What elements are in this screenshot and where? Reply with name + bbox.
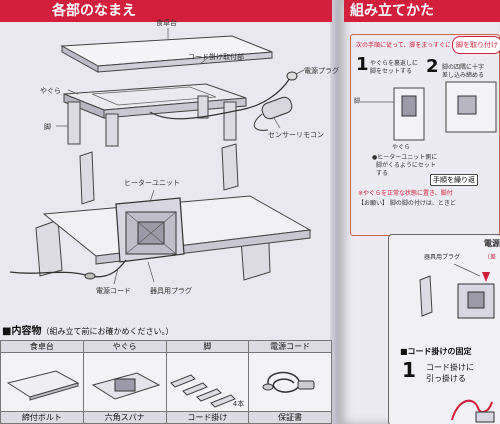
plug-illustration (419, 263, 495, 319)
cord-hook-illustration (451, 399, 495, 423)
cord-hook-section-title: ■コード掛けの固定 (400, 347, 472, 356)
exploded-diagram (9, 28, 312, 285)
contents-header-bolts: 締付ボルト (0, 411, 84, 424)
label-appliance-plug: 器具用プラグ (150, 287, 192, 295)
bullet-1-b: 脚がくるようにセット (376, 162, 436, 169)
label-tabletop: 食卓台 (156, 19, 177, 27)
contents-header-cord-hook: コード掛け (165, 411, 250, 424)
tabletop-thumbnail (6, 370, 80, 401)
sensor-remote-shape (261, 96, 293, 120)
step-1-number: 1 (356, 54, 369, 75)
label-leg: 脚 (44, 123, 51, 131)
appliance-plug-callout: 器具用プラグ (424, 254, 461, 261)
left-page-header: 各部のなまえ (0, 0, 332, 22)
leg-attach-illustration (360, 81, 497, 141)
legs-count: 4本 (232, 400, 245, 408)
cord-step-1-text-a: コード掛けに (426, 363, 474, 372)
cord-step-1-number: 1 (402, 358, 416, 382)
leg-callout: 脚 (354, 98, 361, 105)
contents-header-tabletop: 食卓台 (0, 340, 84, 353)
contents-header-row: 食卓台 やぐら 脚 電源コード (0, 340, 332, 353)
contents-heading: ■内容物（組み立て前にお確かめください。） (2, 322, 173, 337)
contents-picture-row: 4本 (0, 352, 332, 412)
legs-thumbnail (170, 374, 237, 408)
label-sensor-remote: センサーリモコン (268, 131, 324, 139)
contents-header-warranty: 保証書 (248, 411, 332, 424)
caution-text: ※やぐらを正常な状態に置き、脚付 (358, 190, 453, 197)
label-power-plug: 電源プラグ (304, 67, 339, 75)
contents-cell-legs: 4本 (165, 352, 250, 412)
step-1-text-b: 脚をセットする (370, 68, 413, 75)
bullet-1-c: する (376, 170, 389, 177)
contents-header-power-cord: 電源コード (248, 340, 332, 353)
step-2-text-a: 脚の四隅に十字 (442, 64, 485, 71)
label-heater-unit: ヒーターユニット (124, 179, 180, 187)
contents-header-leg: 脚 (165, 340, 250, 353)
insert-note: （差 (484, 254, 497, 261)
attach-legs-pill: 脚を取り付け (452, 36, 500, 54)
contents-table: 食卓台 やぐら 脚 電源コード 4本 締付ボルト 六角スパナ (0, 340, 332, 424)
right-intro-text: 次の手順に従って、脚をまっすぐに取り付けてください。 (356, 42, 450, 49)
power-panel (388, 234, 500, 424)
right-page-header: 組み立てかた (344, 0, 500, 22)
contents-cell-tabletop (0, 352, 84, 412)
label-power-cord: 電源コード (96, 287, 131, 295)
cord-step-1-text-b: 引っ掛ける (426, 374, 466, 383)
contents-title: ■内容物 (2, 326, 42, 337)
yagura-callout: やぐら (392, 144, 411, 151)
contents-header-yagura: やぐら (82, 340, 167, 353)
contents-header-row-2: 締付ボルト 六角スパナ コード掛け 保証書 (0, 411, 332, 424)
contents-subtitle: （組み立て前にお確かめください。） (41, 327, 174, 336)
bullet-1-a: ●ヒーターユニット側に (372, 154, 438, 161)
contents-cell-yagura (82, 352, 167, 412)
request-note: 【お願い】 脚の脚の付けは、ときど (358, 200, 456, 207)
label-cord-hook-mount: コード掛け取付部 (188, 53, 244, 61)
power-panel-heading: 電源 (484, 239, 500, 248)
contents-cell-power-cord (248, 352, 332, 412)
contents-header-hex-wrench: 六角スパナ (82, 411, 167, 424)
power-cord-thumbnail (262, 371, 315, 393)
label-yagura: やぐら (40, 87, 61, 95)
yagura-thumbnail (91, 372, 160, 400)
step-1-text-a: やぐらを裏返しに (370, 60, 419, 67)
step-2-number: 2 (426, 56, 439, 77)
repeat-note: 手順を繰り返 (430, 174, 478, 186)
step-2-text-b: 差し込み締める (442, 72, 485, 79)
